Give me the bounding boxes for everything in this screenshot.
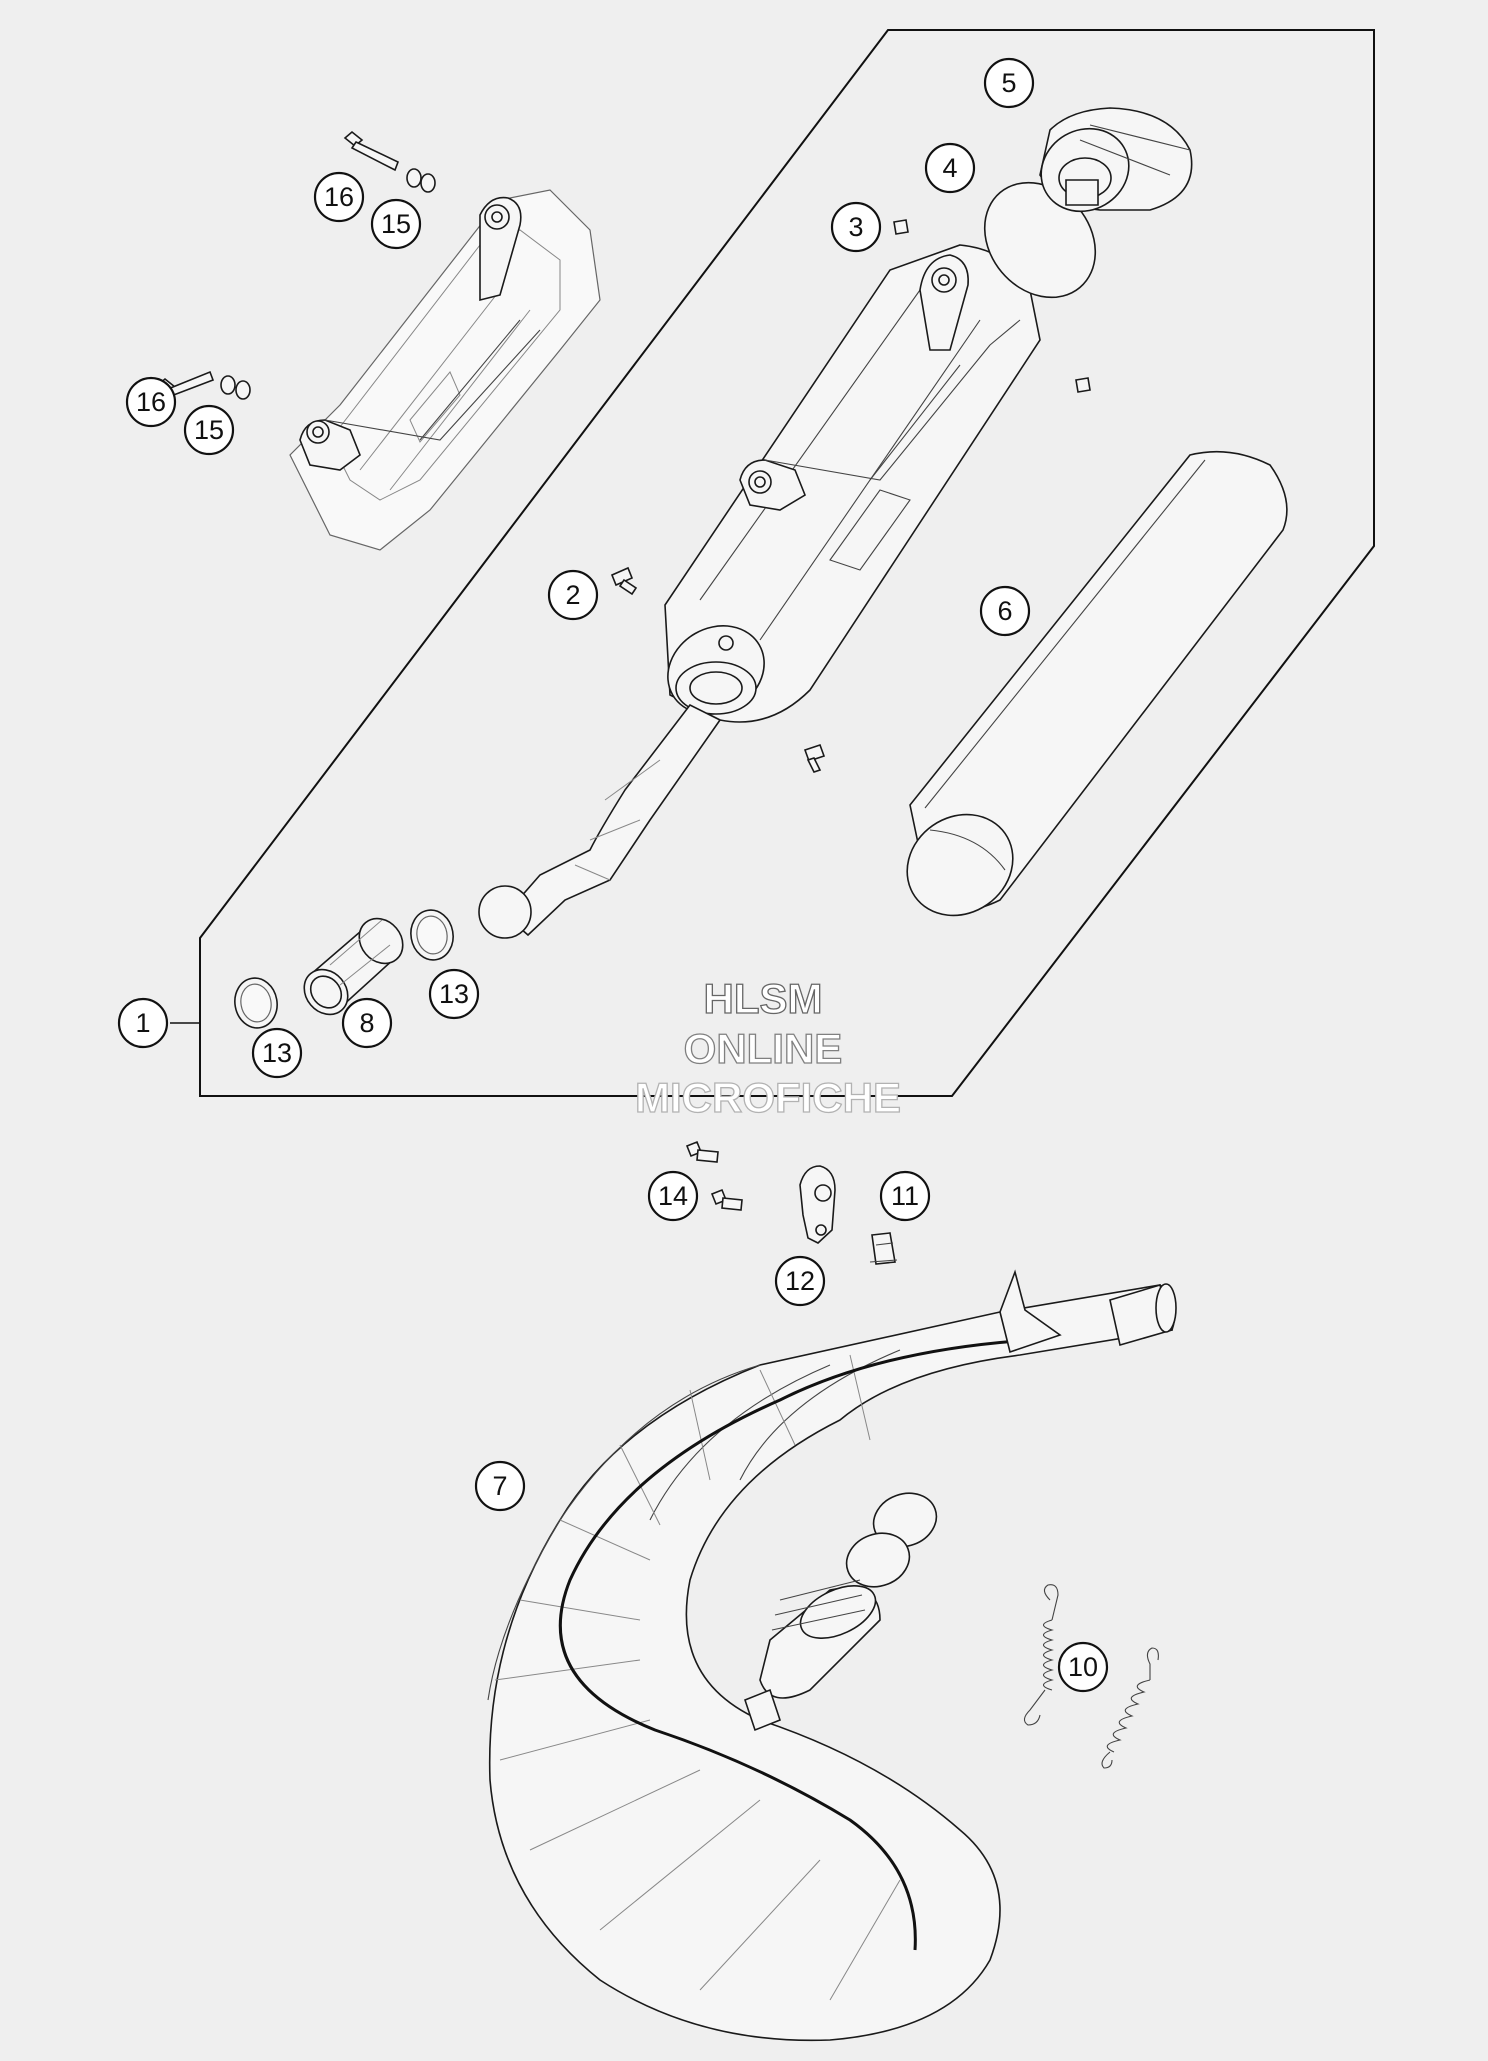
bolt-16-upper bbox=[343, 130, 400, 172]
washer-15-lower bbox=[220, 375, 251, 400]
rivet-2-lower bbox=[803, 743, 826, 773]
end-cap-5 bbox=[1039, 107, 1193, 213]
callout-10: 10 bbox=[1057, 1641, 1109, 1693]
watermark-line1: HLSM bbox=[704, 975, 823, 1022]
callout-5: 5 bbox=[983, 57, 1035, 109]
link-pipe bbox=[478, 703, 722, 939]
header-gasket-lower bbox=[845, 1532, 911, 1588]
heat-shield bbox=[289, 189, 601, 551]
svg-text:16: 16 bbox=[324, 182, 354, 212]
callout-8: 8 bbox=[341, 997, 393, 1049]
svg-text:6: 6 bbox=[997, 596, 1012, 626]
gasket-13-left-inner bbox=[240, 983, 272, 1023]
clip-nut-11 bbox=[869, 1232, 898, 1265]
callout-7: 7 bbox=[474, 1460, 526, 1512]
svg-text:8: 8 bbox=[359, 1008, 374, 1038]
callout-15-lower: 15 bbox=[183, 404, 235, 456]
svg-text:11: 11 bbox=[891, 1181, 919, 1211]
callout-3: 3 bbox=[830, 201, 882, 253]
insert-3 bbox=[893, 219, 909, 235]
svg-text:4: 4 bbox=[942, 153, 957, 183]
svg-text:5: 5 bbox=[1001, 68, 1016, 98]
callout-1: 1 bbox=[117, 997, 169, 1049]
svg-text:1: 1 bbox=[135, 1008, 150, 1038]
header-inlet-flange bbox=[744, 1579, 881, 1732]
silencer-sleeve-6 bbox=[906, 450, 1288, 917]
insert-3-right bbox=[1075, 377, 1091, 393]
svg-text:13: 13 bbox=[439, 979, 469, 1009]
svg-text:15: 15 bbox=[381, 209, 411, 239]
washer-15-upper bbox=[406, 168, 436, 193]
svg-text:15: 15 bbox=[194, 415, 224, 445]
callout-12: 12 bbox=[774, 1255, 826, 1307]
callout-16-upper: 16 bbox=[313, 171, 365, 223]
bracket-12 bbox=[799, 1165, 836, 1244]
svg-text:16: 16 bbox=[136, 387, 166, 417]
rivet-2 bbox=[610, 566, 638, 596]
callout-14: 14 bbox=[647, 1170, 699, 1222]
callout-16-lower: 16 bbox=[125, 376, 177, 428]
callout-2: 2 bbox=[547, 569, 599, 621]
callout-6: 6 bbox=[979, 585, 1031, 637]
bushing-8 bbox=[303, 917, 404, 1016]
callout-15-upper: 15 bbox=[370, 198, 422, 250]
callout-11: 11 bbox=[879, 1170, 931, 1222]
silencer-body bbox=[664, 244, 1041, 723]
svg-text:7: 7 bbox=[492, 1471, 507, 1501]
bolt-14-lower bbox=[710, 1188, 743, 1211]
bolt-14-upper bbox=[685, 1140, 719, 1163]
svg-text:3: 3 bbox=[848, 212, 863, 242]
watermark-line2: ONLINE bbox=[684, 1025, 843, 1072]
svg-text:13: 13 bbox=[262, 1038, 292, 1068]
gasket-13-right-inner bbox=[416, 915, 448, 955]
callout-13-right: 13 bbox=[428, 968, 480, 1020]
svg-text:2: 2 bbox=[565, 580, 580, 610]
svg-text:12: 12 bbox=[785, 1266, 815, 1296]
callout-13-left: 13 bbox=[251, 1027, 303, 1079]
spring-10-left bbox=[1023, 1584, 1059, 1726]
spring-10-right bbox=[1101, 1647, 1159, 1769]
watermark-line3: MICROFICHE bbox=[635, 1074, 901, 1121]
callout-4: 4 bbox=[924, 142, 976, 194]
svg-text:10: 10 bbox=[1068, 1652, 1098, 1682]
silencer-assembly-frame bbox=[199, 29, 1375, 1097]
svg-text:14: 14 bbox=[658, 1181, 688, 1211]
exhaust-pipe-7 bbox=[487, 1269, 1177, 2042]
